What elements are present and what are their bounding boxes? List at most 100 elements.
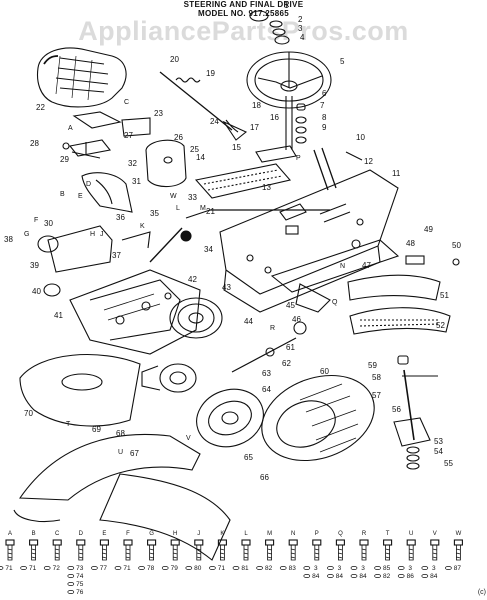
steering-wheel-part: [246, 51, 332, 109]
hardware-letter: D: [79, 531, 84, 537]
hardware-number: 3: [361, 565, 365, 572]
washer-icon: [279, 566, 287, 570]
front-axle-assembly: [270, 239, 460, 335]
hardware-item: B71: [20, 531, 39, 572]
washer-icon: [397, 574, 405, 578]
hardware-number: 84: [430, 573, 438, 580]
callout-number: 69: [92, 425, 101, 434]
callout-number: 54: [434, 447, 443, 456]
callout-number: 5: [340, 57, 345, 66]
hardware-number: 82: [383, 573, 391, 580]
callout-number: 34: [204, 245, 213, 254]
hardware-item: W87: [445, 531, 463, 572]
diagram-title: STEERING AND FINAL DRIVE: [183, 0, 304, 9]
bolt-shank-icon: [78, 545, 84, 561]
callout-number: 52: [436, 321, 445, 330]
hardware-letter: E: [102, 531, 106, 537]
callout-number: 6: [322, 89, 327, 98]
bolt-head-icon: [406, 539, 416, 546]
callout-number: 60: [320, 367, 329, 376]
hardware-number: 86: [407, 573, 415, 580]
bolt-shank-icon: [432, 545, 438, 561]
callout-number: 23: [154, 109, 163, 118]
callout-number: 31: [132, 177, 141, 186]
washer-icon: [67, 590, 75, 594]
callout-number: 39: [30, 261, 39, 270]
washer-icon: [421, 566, 429, 570]
callout-number: 24: [210, 117, 219, 126]
seat-bracket-parts: [62, 111, 151, 159]
chassis-frame: [219, 169, 399, 313]
hardware-number: 3: [314, 565, 318, 572]
callout-number: 11: [392, 169, 401, 178]
hardware-number: 82: [265, 565, 273, 572]
pedal-pad-part: [194, 145, 297, 199]
hardware-letter: Q: [338, 531, 343, 537]
callout-letter: Q: [332, 299, 338, 306]
callout-number: 1: [284, 1, 289, 10]
hardware-item: H79: [161, 531, 180, 572]
callout-letter: A: [68, 125, 73, 132]
bolt-shank-icon: [361, 545, 367, 561]
hardware-letter: J: [197, 531, 200, 537]
callout-letter: C: [124, 99, 129, 106]
callout-number: 37: [112, 251, 121, 260]
hardware-number: 84: [359, 573, 367, 580]
brake-assembly: [37, 225, 151, 297]
hardware-item: J80: [185, 531, 204, 572]
hardware-letter: B: [32, 531, 36, 537]
hardware-letter: U: [409, 531, 413, 537]
wheel-rim: [196, 388, 264, 448]
washer-icon: [20, 566, 27, 570]
callout-letter: R: [270, 325, 275, 332]
hardware-letter: R: [362, 531, 367, 537]
hardware-number: 75: [76, 581, 84, 588]
hardware-letter: L: [244, 531, 248, 537]
bolt-head-icon: [170, 539, 180, 546]
callout-number: 44: [244, 317, 253, 326]
callout-number: 42: [188, 275, 197, 284]
washer-icon: [397, 566, 405, 570]
callout-number: 46: [292, 315, 301, 324]
callout-number: 18: [252, 101, 261, 110]
washer-icon: [350, 574, 358, 578]
bolt-shank-icon: [172, 545, 178, 561]
bolt-shank-icon: [456, 545, 461, 561]
bolt-shank-icon: [338, 545, 343, 561]
callout-number: 26: [174, 133, 183, 142]
hardware-number: 85: [383, 565, 391, 572]
washer-icon: [67, 566, 75, 570]
callout-number: 59: [368, 361, 377, 370]
bolt-head-icon: [147, 539, 157, 546]
hardware-letter: V: [433, 531, 437, 537]
bolt-head-icon: [265, 539, 275, 546]
callout-number: 53: [434, 437, 443, 446]
deflector-guard: [13, 433, 231, 561]
callout-letter: W: [170, 193, 177, 200]
bolt-shank-icon: [314, 545, 320, 561]
callout-number: 22: [36, 103, 45, 112]
hardware-number: 87: [454, 565, 462, 572]
transaxle-assembly: [69, 227, 201, 355]
washer-icon: [327, 566, 334, 570]
hardware-number: 3: [338, 565, 342, 572]
fuel-tank-part: [145, 139, 187, 188]
hardware-number: 84: [336, 573, 344, 580]
washer-icon: [43, 566, 51, 570]
washer-icon: [374, 574, 381, 578]
callout-letter: M: [200, 205, 206, 212]
bolt-shank-icon: [54, 545, 60, 561]
callout-number: 20: [170, 55, 179, 64]
washer-icon: [91, 566, 98, 570]
washer-icon: [0, 566, 4, 570]
callout-letter: N: [340, 263, 345, 270]
callout-number: 56: [392, 405, 401, 414]
callout-number: 21: [206, 207, 215, 216]
wheel-cap-hardware: [249, 10, 290, 45]
callout-letter: L: [176, 205, 180, 212]
steering-shaft-part: [285, 96, 307, 150]
seat-part: [36, 47, 127, 108]
hardware-number: 71: [123, 565, 131, 572]
hardware-number: 74: [76, 573, 84, 580]
